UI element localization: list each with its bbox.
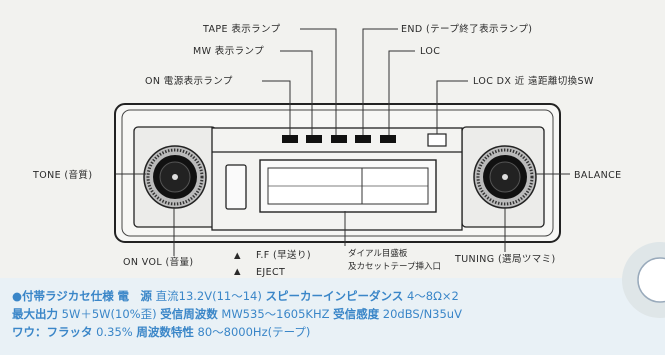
spec-output-value: 5W＋5W(10%歪) [61, 307, 157, 321]
lamp-loc-indicator [380, 135, 396, 143]
label-eject: EJECT [256, 267, 285, 278]
label-mw-lamp: MW 表示ランプ [193, 45, 264, 57]
label-dial-scale: ダイアル目盛板 [348, 248, 408, 259]
inner-frame [121, 109, 554, 237]
label-cassette-slot: 及カセットテープ挿入口 [348, 261, 441, 272]
label-tape-lamp: TAPE 表示ランプ [202, 23, 281, 35]
spec-output-key: 最大出力 [12, 307, 58, 321]
eject-button[interactable] [225, 164, 247, 210]
spec-wow-key: ワウ：フラッタ [12, 325, 93, 339]
disc-hole [637, 257, 665, 303]
spec-frequency-value: MW535〜1605KHZ [221, 307, 330, 321]
label-tuning: TUNING (選局ツマミ) [454, 254, 556, 265]
label-loc: LOC [420, 46, 440, 57]
loc-dx-switch[interactable] [427, 133, 447, 147]
label-balance: BALANCE [574, 170, 622, 181]
car-stereo-unit [114, 103, 561, 243]
spec-heading: ●付帯ラジカセ仕様 [12, 289, 114, 303]
label-tone: TONE (音質) [32, 169, 92, 181]
lamp-mw-indicator [306, 135, 322, 143]
label-on-lamp: ON 電源表示ランプ [145, 75, 233, 87]
spec-wow-value: 0.35% [96, 325, 133, 339]
label-on-vol: ON VOL (音量) [123, 256, 194, 268]
tuning-balance-knob[interactable] [473, 145, 537, 209]
spec-line-3: ワウ：フラッタ 0.35% 周波数特性 80〜8000Hz(テープ) [12, 324, 310, 340]
leader-lines [116, 28, 570, 256]
ff-icon: ▲ [234, 251, 241, 261]
lamp-end-indicator [355, 135, 371, 143]
spec-sensitivity-value: 20dBS/N35uV [382, 307, 462, 321]
spec-response-key: 周波数特性 [136, 325, 194, 339]
label-ff: F.F (早送り) [256, 249, 311, 261]
spec-response-value: 80〜8000Hz(テープ) [197, 325, 311, 339]
spec-power-value: 直流13.2V(11〜14) [155, 289, 262, 303]
lamp-tape-indicator [331, 135, 347, 143]
spec-line-1: ●付帯ラジカセ仕様 電 源 直流13.2V(11〜14) スピーカーインピーダン… [12, 288, 459, 304]
spec-frequency-key: 受信周波数 [160, 307, 218, 321]
spec-impedance-key: スピーカーインピーダンス [265, 289, 404, 303]
label-loc-dx-switch: LOC DX 近 遠距離切換SW [473, 75, 594, 87]
spec-impedance-value: 4〜8Ω×2 [406, 289, 459, 303]
spec-line-2: 最大出力 5W＋5W(10%歪) 受信周波数 MW535〜1605KHZ 受信感… [12, 306, 462, 322]
spec-power-key: 電 源 [117, 289, 152, 303]
tone-volume-knob[interactable] [143, 145, 207, 209]
eject-icon: ▲ [234, 267, 241, 277]
spec-sensitivity-key: 受信感度 [333, 307, 380, 321]
spec-band [0, 278, 665, 355]
label-end-lamp: END (テープ終了表示ランプ) [401, 23, 532, 35]
lamp-on-indicator [282, 135, 298, 143]
